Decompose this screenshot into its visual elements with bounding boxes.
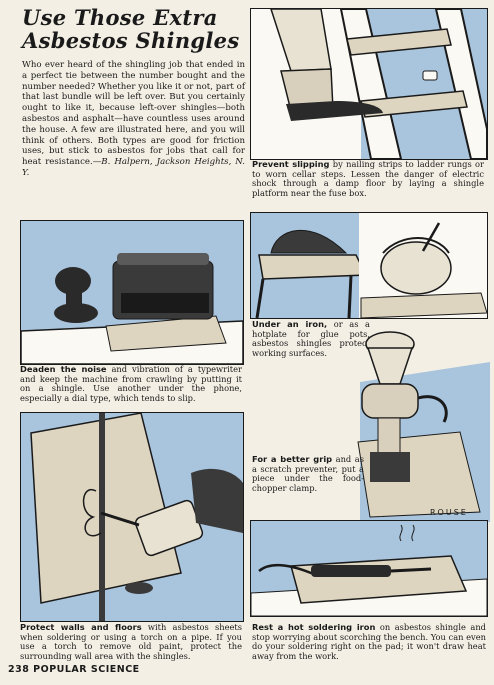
- solder-panel: [250, 520, 488, 617]
- page-footer: 238 POPULAR SCIENCE: [8, 664, 140, 675]
- caption-ladder: Prevent slipping by nailing strips to la…: [252, 159, 484, 198]
- iron-illustration-icon: [251, 213, 487, 318]
- caption-grip-lead: For a better grip: [252, 454, 333, 464]
- magazine-name: POPULAR SCIENCE: [33, 664, 140, 675]
- caption-typewriter: Deaden the noise and vibration of a type…: [20, 364, 242, 403]
- caption-ladder-text: by nailing strips to ladder rungs or to …: [252, 159, 484, 198]
- caption-torch-text: with asbestos sheets when soldering or u…: [20, 622, 242, 661]
- torch-panel: [20, 412, 244, 622]
- caption-typewriter-lead: Deaden the noise: [20, 364, 107, 374]
- caption-torch: Protect walls and floors with asbestos s…: [20, 622, 242, 661]
- iron-panel: [250, 212, 488, 319]
- caption-solder-lead: Rest a hot soldering iron: [252, 622, 376, 632]
- page-number: 238: [8, 664, 30, 675]
- typewriter-panel: [20, 220, 244, 365]
- caption-grip-text: and as a scratch preventer, put a piece …: [252, 454, 364, 493]
- chopper-panel: [340, 322, 490, 522]
- typewriter-illustration-icon: [21, 221, 243, 364]
- caption-solder-text: on asbestos shingle and stop worrying ab…: [252, 622, 486, 661]
- caption-torch-lead: Protect walls and floors: [20, 622, 142, 632]
- caption-iron-text: or as a hotplate for glue pots, asbestos…: [252, 319, 370, 358]
- caption-grip: For a better grip and as a scratch preve…: [252, 454, 364, 493]
- intro-paragraph: Who ever heard of the shingling job that…: [22, 60, 245, 179]
- ladder-illustration-icon: [251, 9, 487, 159]
- intro-text: Who ever heard of the shingling job that…: [22, 60, 245, 168]
- title-line-1: Use Those Extra: [22, 5, 218, 30]
- caption-solder: Rest a hot soldering iron on asbestos sh…: [252, 622, 486, 661]
- title-line-2: Asbestos Shingles: [22, 28, 240, 53]
- caption-ladder-lead: Prevent slipping: [252, 159, 330, 169]
- byline: B. Halpern, Jackson Heights, N. Y.: [22, 157, 246, 178]
- ladder-panel: [250, 8, 488, 160]
- soldering-iron-illustration-icon: [251, 521, 487, 616]
- caption-iron-lead: Under an iron,: [252, 319, 328, 329]
- food-chopper-illustration-icon: [357, 331, 490, 522]
- artist-signature: ROUSE: [430, 508, 468, 517]
- torch-illustration-icon: [21, 413, 243, 621]
- caption-iron: Under an iron, or as a hotplate for glue…: [252, 319, 370, 358]
- caption-typewriter-text: and vibration of a typewriter and keep t…: [20, 364, 242, 403]
- article-title: Use Those Extra Asbestos Shingles: [22, 6, 247, 52]
